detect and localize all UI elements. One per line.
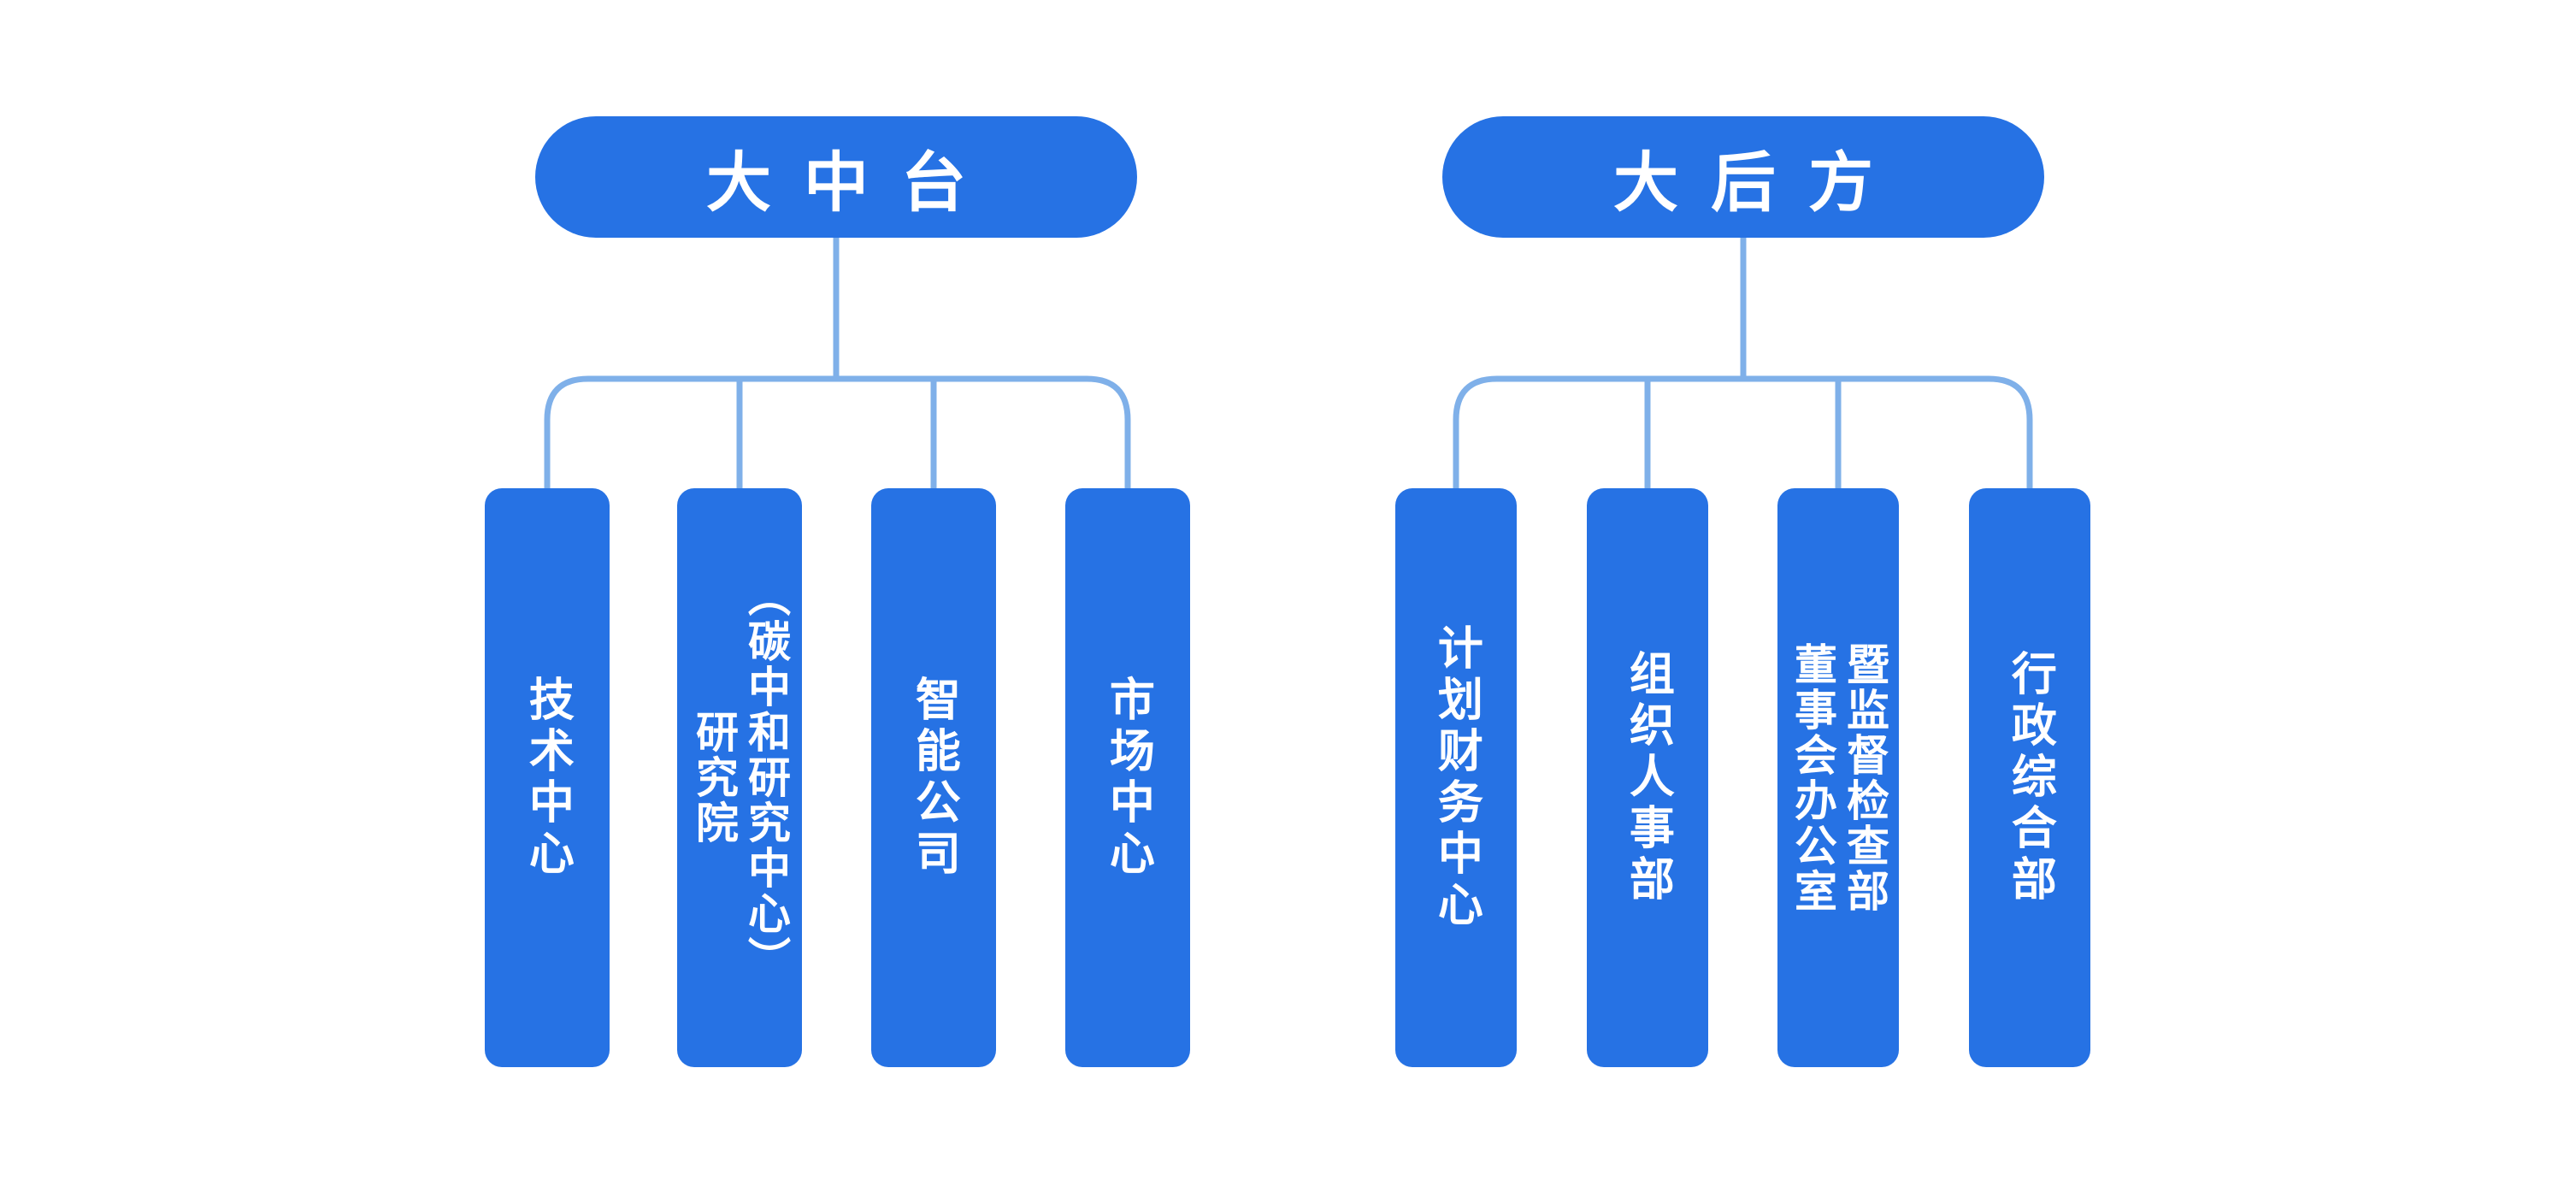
node-org-personnel-dept[interactable]: 组织人事部 <box>1587 488 1708 1067</box>
node-intelligent-company[interactable]: 智能公司 <box>871 488 996 1067</box>
root-label: 大后方 <box>1613 147 1906 220</box>
node-market-center[interactable]: 市场中心 <box>1065 488 1190 1067</box>
root-label: 大中台 <box>706 147 999 220</box>
connector-bracket-left-tree <box>544 375 1131 500</box>
connector-bracket-right-tree <box>1453 375 2033 500</box>
root-node-rear-support[interactable]: 大后方 <box>1442 116 2044 238</box>
node-planning-finance-center[interactable]: 计划财务中心 <box>1395 488 1517 1067</box>
node-label: 行政综合部 <box>2005 649 2056 906</box>
node-label: 智能公司 <box>909 675 960 881</box>
node-label: 技术中心 <box>522 675 574 881</box>
node-admin-general-dept[interactable]: 行政综合部 <box>1969 488 2090 1067</box>
node-label: 董事会办公室 暨监督检查部 <box>1789 641 1889 914</box>
node-tech-center[interactable]: 技术中心 <box>485 488 610 1067</box>
root-node-middle-platform[interactable]: 大中台 <box>535 116 1137 238</box>
node-label: 研究院 （碳中和研究中心） <box>690 574 790 982</box>
node-label: 市场中心 <box>1103 675 1154 881</box>
node-board-office-supervision-dept[interactable]: 董事会办公室 暨监督检查部 <box>1777 488 1899 1067</box>
node-label: 计划财务中心 <box>1431 623 1483 932</box>
node-label: 组织人事部 <box>1623 649 1674 906</box>
node-research-institute[interactable]: 研究院 （碳中和研究中心） <box>677 488 802 1067</box>
